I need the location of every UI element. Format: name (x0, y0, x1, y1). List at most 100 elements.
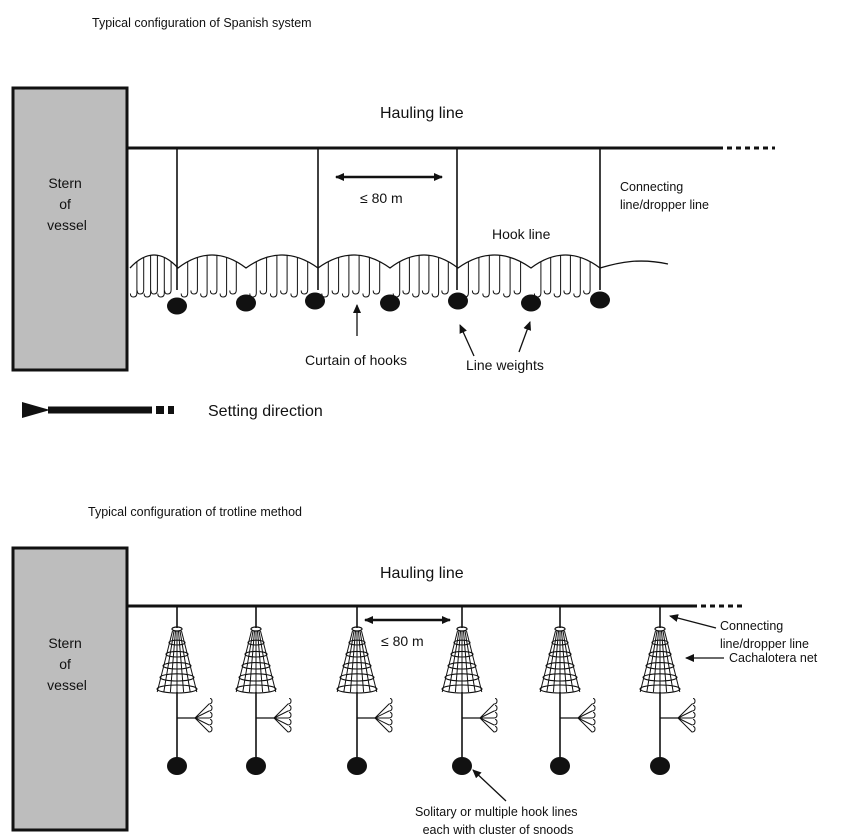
top-hook (421, 255, 430, 295)
net-rib (258, 630, 270, 693)
top-hook (200, 255, 208, 298)
net-rib (343, 630, 355, 693)
snood-hook (480, 712, 498, 719)
cachalotera-net (156, 626, 198, 694)
net-rib (359, 630, 371, 693)
snood-hook (273, 698, 292, 719)
top-line-weight (448, 292, 468, 310)
top-hook (503, 257, 511, 298)
top-line-weight (236, 294, 256, 312)
net-rib (661, 630, 668, 693)
top-hook (543, 257, 552, 295)
bottom-spacing-label: ≤ 80 m (381, 633, 424, 649)
net-rib (546, 630, 558, 693)
snood-hook (374, 717, 393, 726)
snood-cluster (256, 698, 292, 733)
hook-lines-arrow (472, 769, 507, 802)
snood-hook (195, 712, 213, 719)
top-hook (219, 257, 228, 298)
trotline-unit (639, 606, 696, 775)
net-rib (664, 630, 681, 693)
net-rib (235, 630, 252, 693)
snood-cluster (462, 698, 498, 733)
top-line-weight (167, 297, 187, 315)
snood-hook (194, 705, 213, 719)
top-hook (482, 255, 490, 298)
bottom-connecting-line-label: Connecting line/dropper line (720, 619, 809, 651)
net-rib (639, 630, 656, 693)
net-rib (361, 630, 378, 693)
net-rib (646, 630, 658, 693)
snood-hook (273, 717, 292, 733)
top-hook-line-label: Hook line (492, 226, 551, 242)
snood-hook (677, 717, 696, 726)
snood-cluster (177, 698, 213, 733)
snood-hook (194, 717, 213, 726)
net-top-ring (351, 626, 363, 632)
net-rib (652, 630, 659, 693)
top-weight-arrow-right (518, 321, 532, 353)
top-line-weight (521, 294, 541, 312)
top-hook (129, 261, 138, 298)
top-hook (331, 257, 340, 295)
bottom-line-weight (550, 757, 570, 775)
top-hook (150, 255, 158, 295)
top-hook (372, 261, 381, 295)
net-rib (178, 630, 185, 693)
snood-hook (273, 705, 292, 719)
trotline-unit (156, 606, 213, 775)
top-hook (209, 255, 218, 295)
snood-hook (577, 698, 596, 719)
top-hook (136, 257, 145, 295)
snood-hook (479, 705, 498, 719)
net-rib (163, 630, 175, 693)
net-rib (539, 630, 556, 693)
net-rib (181, 630, 198, 693)
snood-hook (577, 717, 596, 733)
top-hook (431, 257, 440, 298)
net-rib (248, 630, 255, 693)
setting-direction-dash-2 (168, 406, 174, 414)
bottom-connecting-arrow (669, 614, 717, 629)
cachalotera-net (539, 626, 581, 694)
top-hook (362, 257, 370, 298)
snood-hook (677, 705, 696, 719)
top-weight-arrow-left (459, 324, 475, 357)
net-rib (466, 630, 483, 693)
snood-hook (479, 698, 498, 719)
snood-cluster (560, 698, 596, 733)
top-hook (229, 261, 237, 295)
cachalotera-net (336, 626, 378, 694)
trotline-unit (235, 606, 292, 775)
snood-hook (577, 705, 596, 719)
net-rib (552, 630, 559, 693)
net-top-ring (654, 626, 666, 632)
net-rib (454, 630, 461, 693)
setting-direction-label: Setting direction (208, 403, 323, 420)
top-hook (249, 261, 257, 298)
top-hook (190, 257, 198, 295)
top-panel-title: Typical configuration of Spanish system (92, 16, 312, 30)
top-hook (563, 255, 571, 295)
top-hook (164, 261, 172, 295)
net-rib (562, 630, 574, 693)
snood-hook (677, 698, 696, 719)
cachalotera-net (639, 626, 681, 694)
snood-hook (479, 717, 498, 733)
top-stern-label: Stern of vessel (47, 175, 87, 233)
cachalotera-net-label: Cachalotera net (729, 651, 818, 665)
net-top-ring (250, 626, 262, 632)
top-hook (280, 255, 288, 295)
top-hook (341, 255, 350, 298)
snood-hook (479, 717, 498, 726)
trotline-unit (336, 606, 393, 775)
top-line-weights-label: Line weights (466, 357, 544, 373)
snood-cluster (660, 698, 696, 733)
top-hook (513, 261, 522, 295)
spanish-system-panel: Typical configuration of Spanish system … (11, 16, 775, 420)
top-hook (321, 261, 329, 298)
net-rib (242, 630, 254, 693)
top-hook (300, 261, 309, 295)
bottom-line-weight (650, 757, 670, 775)
